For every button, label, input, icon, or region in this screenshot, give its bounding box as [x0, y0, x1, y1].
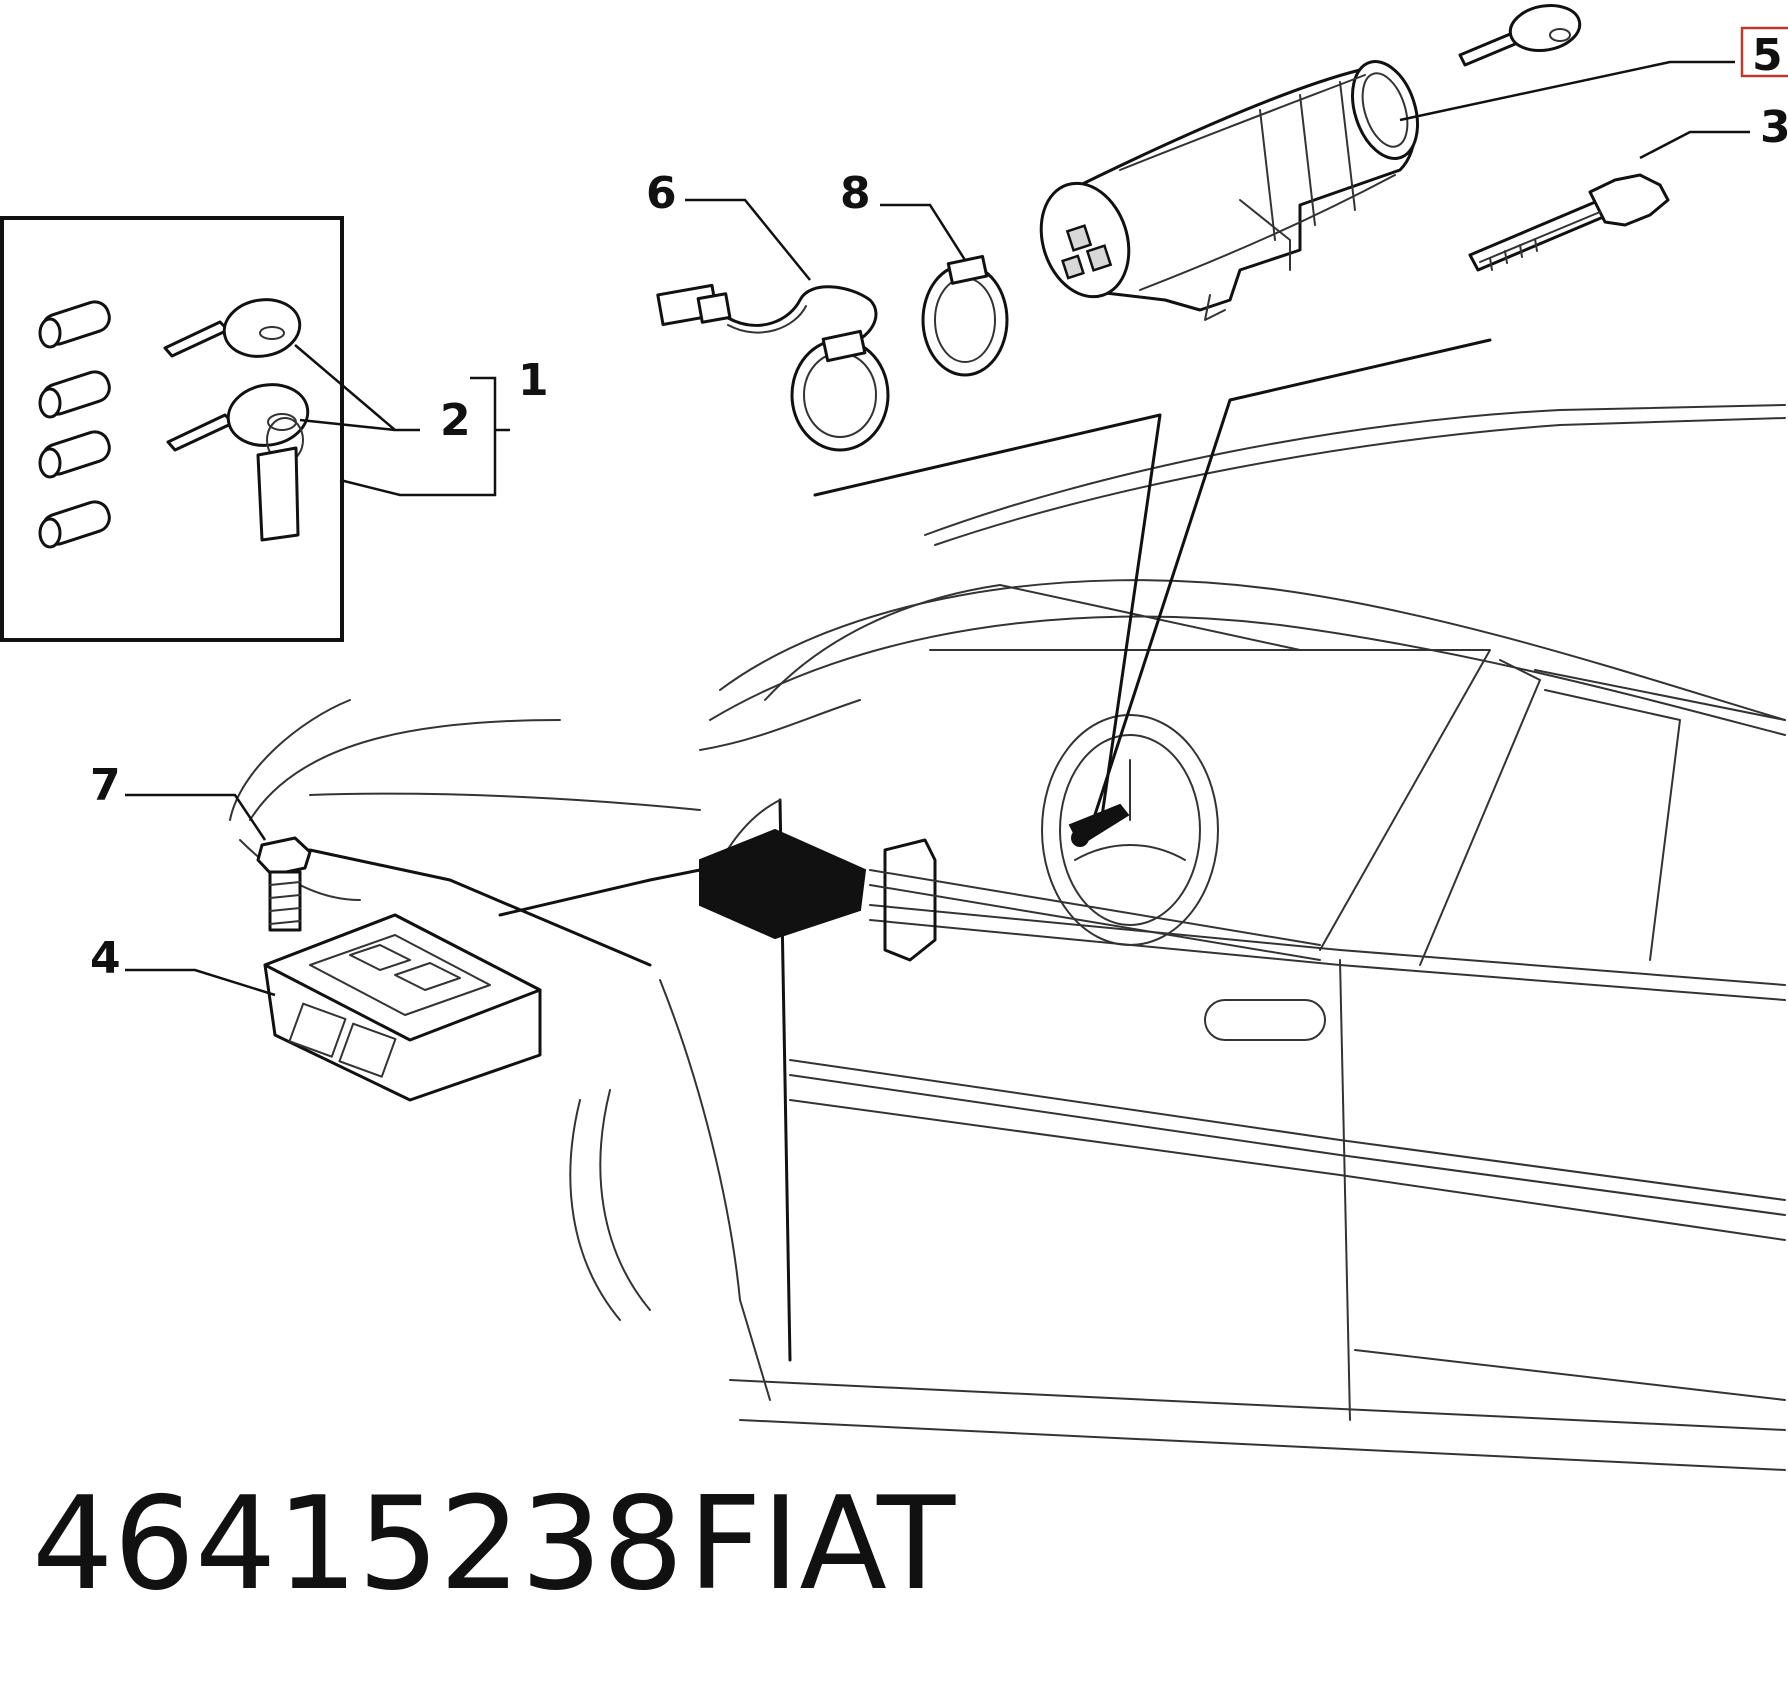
screw [256, 836, 312, 932]
footer: 46415238 FIAT [32, 1470, 956, 1619]
transponder-ring [921, 254, 1009, 377]
callout-leader-lines [125, 60, 1750, 997]
part-number: 46415238 [32, 1470, 684, 1619]
callout-labels: 1 2 3 4 5 6 7 8 [90, 26, 1788, 984]
highlight-box [1740, 26, 1788, 78]
callout-6: 6 [646, 168, 677, 219]
immobilizer-module-location [699, 828, 867, 940]
leader-lines-key-set [294, 344, 510, 497]
ignition-lock-location-marker [1068, 803, 1130, 847]
key-set-box [0, 216, 344, 642]
callout-5: 5 [1752, 30, 1783, 81]
key-icon [163, 298, 302, 358]
lock-cylinder-icon [38, 300, 111, 549]
antenna-ring-with-harness [656, 283, 890, 452]
callout-4: 4 [90, 933, 121, 984]
immobilizer-control-unit [263, 913, 542, 1102]
callout-2: 2 [440, 395, 471, 446]
key-with-tag-icon [166, 383, 310, 542]
ignition-switch-assembly [1039, 3, 1582, 321]
callout-7: 7 [90, 760, 121, 811]
car-outline-drawing [229, 404, 1786, 1471]
callout-1: 1 [518, 355, 549, 406]
pointer-lines [308, 338, 1492, 967]
brand-name: FIAT [688, 1470, 956, 1619]
callout-3: 3 [1760, 102, 1788, 153]
callout-8: 8 [840, 168, 871, 219]
shear-bolt [1468, 173, 1670, 272]
